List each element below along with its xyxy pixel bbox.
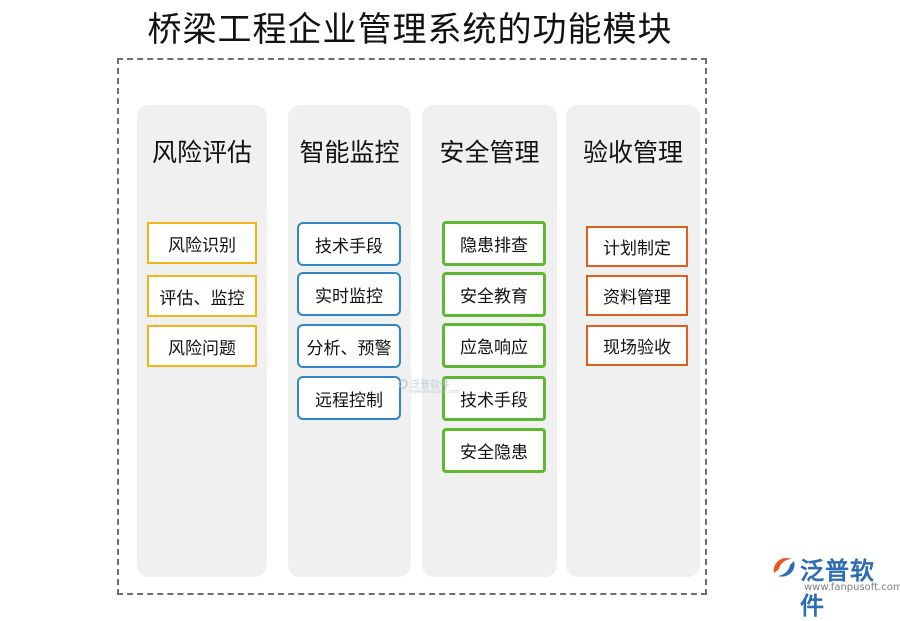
column-title: 风险评估 [151, 138, 252, 167]
module-item: 技术手段 [297, 222, 401, 266]
module-item: 远程控制 [297, 376, 401, 420]
dashed-frame [117, 58, 707, 595]
module-item: 风险识别 [147, 222, 257, 264]
column-smart-monitoring: 智能监控 技术手段 实时监控 分析、预警 远程控制 [288, 105, 411, 577]
module-item: 评估、监控 [147, 275, 257, 317]
module-item: 资料管理 [586, 275, 688, 316]
column-title: 安全管理 [439, 138, 540, 167]
module-item: 分析、预警 [297, 324, 401, 368]
logo-url: www.fanpusoft.com [804, 582, 900, 593]
module-item: 应急响应 [442, 323, 546, 368]
module-item: 安全隐患 [442, 428, 546, 473]
column-title: 智能监控 [299, 138, 400, 167]
watermark: 泛普软件 www.fanpusoft.com [398, 376, 468, 402]
watermark-subtext: www.fanpusoft.com [410, 389, 460, 395]
column-safety-management: 安全管理 隐患排查 安全教育 应急响应 技术手段 安全隐患 [422, 105, 557, 577]
module-item: 安全教育 [442, 272, 546, 317]
module-item: 计划制定 [586, 226, 688, 267]
module-item: 技术手段 [442, 376, 546, 421]
brand-logo: 泛普软件 www.fanpusoft.com [770, 551, 900, 620]
column-title: 验收管理 [582, 138, 683, 167]
module-item: 隐患排查 [442, 221, 546, 266]
module-item: 实时监控 [297, 272, 401, 316]
diagram-title: 桥梁工程企业管理系统的功能模块 [147, 10, 673, 50]
column-risk-assessment: 风险评估 风险识别 评估、监控 风险问题 [137, 105, 267, 577]
module-item: 风险问题 [147, 325, 257, 367]
watermark-text: 泛普软件 [410, 380, 450, 391]
fanpu-logo-icon [773, 557, 795, 577]
watermark-logo-icon [398, 379, 408, 389]
column-acceptance-management: 验收管理 计划制定 资料管理 现场验收 [566, 105, 700, 577]
module-item: 现场验收 [586, 325, 688, 366]
